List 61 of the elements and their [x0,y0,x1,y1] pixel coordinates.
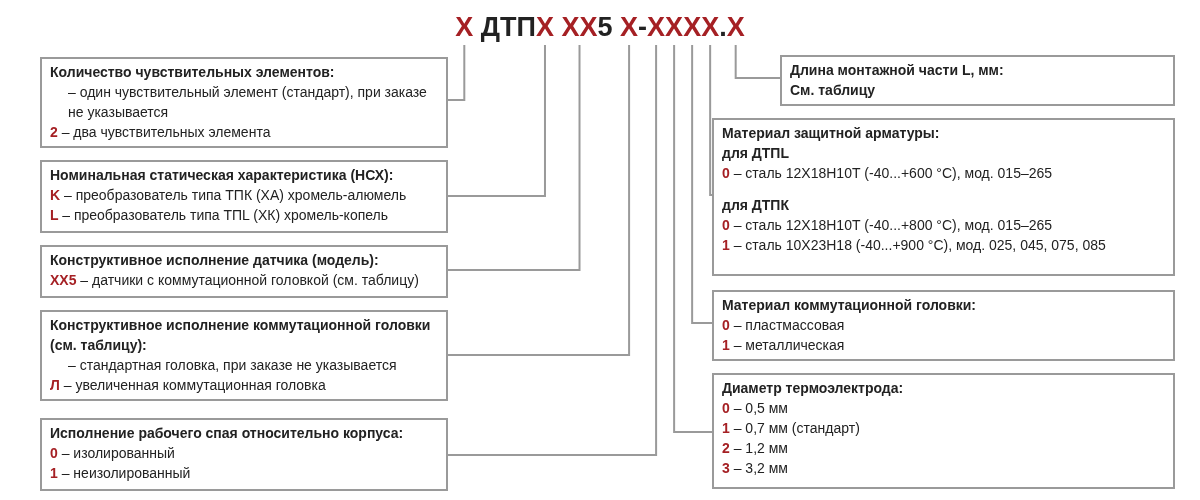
option-line: 2 – два чувствительных элемента [50,123,272,142]
option-line: Л – увеличенная коммутационная головка [50,376,327,395]
code-letter: Х [726,12,745,42]
option-line: – стандартная головка, при заказе не указывается [67,356,398,375]
box-heading: Номинальная статическая характеристика (НСХ): [50,166,395,185]
option-box [40,245,448,298]
option-line: 2 – 1,2 мм [722,439,789,458]
option-line: 1 – металлическая [722,336,846,355]
leader-line [447,44,466,101]
box-heading: Материал защитной арматуры: [722,124,941,143]
leader-line [447,44,658,456]
option-line: 1 – неизолированный [50,464,192,483]
box-heading: Материал коммутационной головки: [722,296,978,315]
option-line: 0 – сталь 12Х18Н10Т (-40...+800 °С), мод. 015–265 [722,216,1054,235]
option-line: K – преобразователь типа ТПК (ХА) хромель-алюмель [50,186,408,205]
option-line: 0 – сталь 12Х18Н10Т (-40...+600 °С), мод. 015–265 [722,164,1054,183]
code-text: 5 [597,12,613,42]
leader-line [734,44,781,79]
code-letter: Х [683,12,702,42]
leader-line [447,44,546,197]
option-line: 3 – 3,2 мм [722,459,789,478]
option-box [712,118,1175,276]
option-box [40,160,448,233]
code-text: - [638,12,648,42]
option-line: 0 – 0,5 мм [722,399,789,418]
code-letter: Х [701,12,720,42]
option-line: L – преобразователь типа ТПL (ХК) хромель-копель [50,206,390,225]
box-heading: Конструктивное исполнение коммутационной головки (см. таблицу): [50,316,432,355]
option-line: 1 – 0,7 мм (стандарт) [722,419,861,438]
code-letter: Х [647,12,666,42]
box-heading: Длина монтажной части L, мм: [790,61,1005,80]
box-heading: Конструктивное исполнение датчика (модель): [50,251,380,270]
option-box [40,418,448,491]
leader-line [691,44,713,324]
code-letter: Х [620,12,639,42]
option-line: 0 – изолированный [50,444,176,463]
box-heading: Количество чувствительных элементов: [50,63,336,82]
box-heading: Исполнение рабочего спая относительно корпуса: [50,424,405,443]
subheading: для ДТПL [722,144,790,163]
subheading: для ДТПК [722,196,790,215]
code-text: . [719,12,727,42]
code-letter: Х [665,12,684,42]
option-box [40,57,448,148]
subheading: См. таблицу [790,81,877,100]
code-letter: Х [455,12,474,42]
option-box [40,310,448,401]
option-box [712,290,1175,361]
option-line: 1 – сталь 10Х23Н18 (-40...+900 °С), мод. 025, 045, 075, 085 [722,236,1107,255]
leader-line [673,44,713,433]
leader-line [447,44,581,271]
option-box [712,373,1175,489]
option-line: ХХ5 – датчики с коммутационной головкой (см. таблицу) [50,271,420,290]
leader-line [709,44,713,196]
option-line: 0 – пластмассовая [722,316,846,335]
code-text: ДТП [480,12,536,42]
code-letter: Х [535,12,554,42]
box-heading: Диаметр термоэлектрода: [722,379,905,398]
code-letter: ХХ [561,12,598,42]
leader-line [447,44,631,356]
option-line: – один чувствительный элемент (стандарт), при заказе не указывается [67,83,428,122]
option-box [780,55,1175,106]
